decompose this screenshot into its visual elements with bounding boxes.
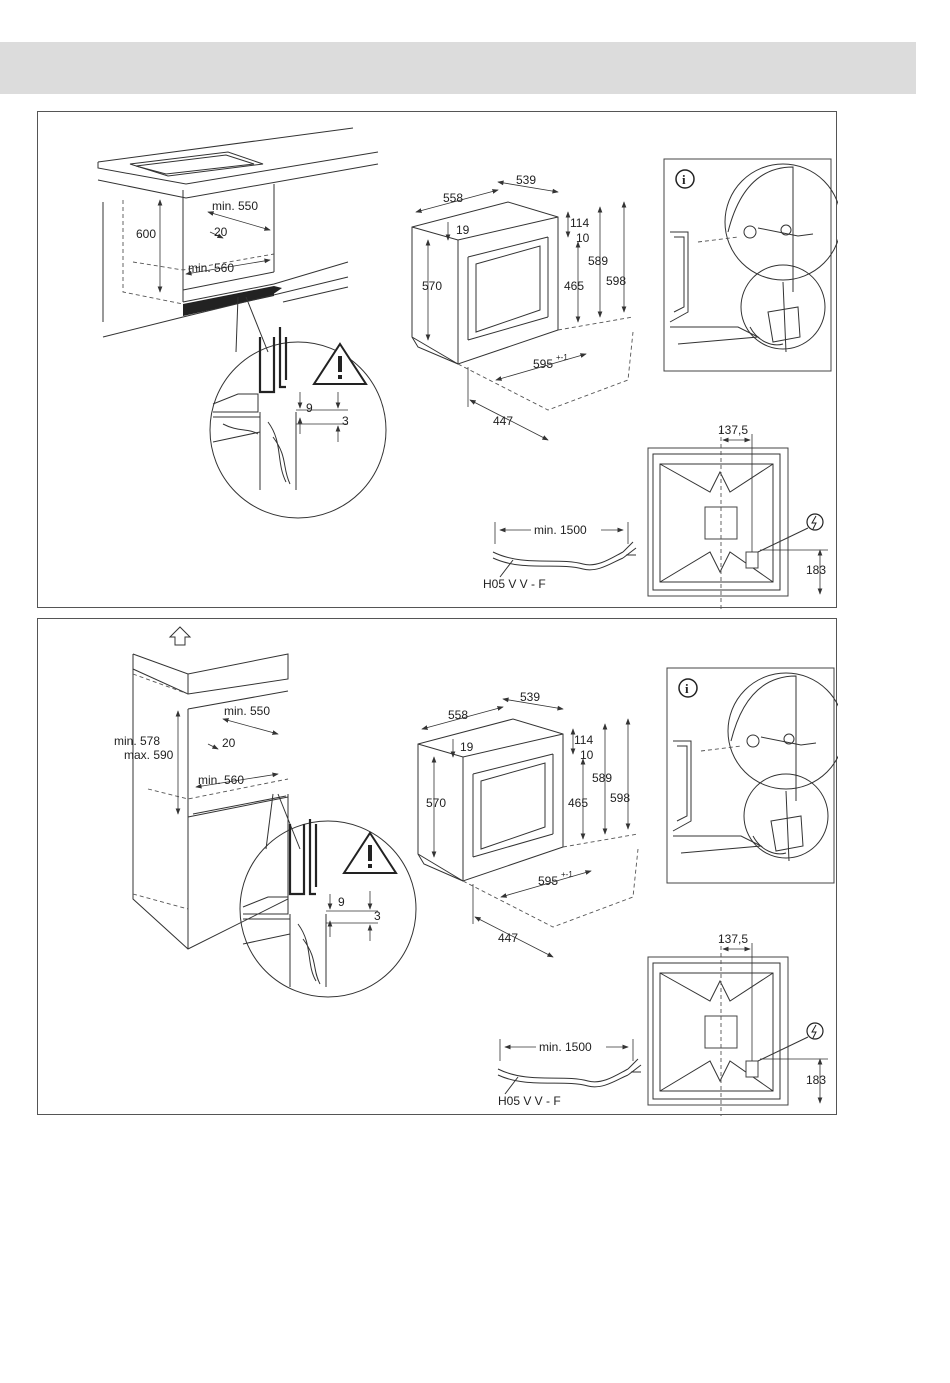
power-cable-drawing: min. 1500 H05 V V - F (498, 1039, 641, 1108)
header-bar (0, 42, 916, 94)
cabinet-width-label: min. 560 (188, 261, 234, 275)
diagram-panel-tall-unit: min. 578 max. 590 min. 550 20 min. 560 9… (37, 618, 837, 1115)
warning-icon (314, 344, 366, 384)
oven-top-offset-label: 114 (570, 216, 589, 230)
cabinet-depth-label: min. 550 (212, 199, 258, 213)
panel-1-drawing: 600 min. 550 20 min. 560 9 3 (38, 112, 838, 609)
fixing-screw-info-box: i (667, 668, 838, 883)
oven-top-offset-2-label: 10 (576, 231, 590, 245)
cable-length-label: min. 1500 (534, 523, 587, 537)
info-icon: i (676, 170, 694, 188)
svg-text:i: i (682, 172, 686, 187)
oven-top-offset-label: 114 (574, 733, 593, 747)
tall-cabinet-drawing: min. 578 max. 590 min. 550 20 min. 560 (114, 627, 288, 949)
detail-gap-top-label: 9 (306, 401, 313, 415)
cabinet-height-max-label: max. 590 (124, 748, 174, 762)
detail-gap-bottom-label: 3 (374, 909, 381, 923)
oven-inner-height-label: 465 (564, 279, 584, 293)
oven-depth-body-label: 539 (516, 173, 536, 187)
oven-total-height-label: 598 (606, 274, 626, 288)
electrical-connection-icon (807, 1023, 823, 1039)
diagram-panel-worktop: 600 min. 550 20 min. 560 9 3 (37, 111, 837, 608)
oven-back-panel-drawing: 137,5 183 (648, 423, 828, 609)
up-arrow-icon (170, 627, 190, 645)
cabinet-width-label: min. 560 (198, 773, 244, 787)
oven-depth-base-label: 447 (493, 414, 513, 428)
oven-dimension-drawing: 558 539 19 114 10 570 465 589 598 595 +-… (412, 173, 633, 440)
oven-front-height-label: 570 (422, 279, 442, 293)
oven-width-label: 595 (533, 357, 553, 371)
oven-front-top-label: 19 (460, 740, 474, 754)
panel-2-drawing: min. 578 max. 590 min. 550 20 min. 560 9… (38, 619, 838, 1116)
back-panel-offset-y-label: 183 (806, 563, 826, 577)
cabinet-height-label: 600 (136, 227, 156, 241)
power-cable-drawing: min. 1500 H05 V V - F (483, 522, 636, 591)
back-panel-offset-y-label: 183 (806, 1073, 826, 1087)
oven-top-offset-2-label: 10 (580, 748, 594, 762)
fixing-screw-info-box: i (664, 159, 838, 371)
cabinet-gap-label: 20 (214, 225, 228, 239)
oven-inner-height-label: 465 (568, 796, 588, 810)
oven-width-tolerance-label: +-1 (561, 870, 573, 879)
warning-icon (344, 833, 396, 873)
oven-depth-body-label: 539 (520, 690, 540, 704)
cable-length-label: min. 1500 (539, 1040, 592, 1054)
svg-text:i: i (685, 681, 689, 696)
oven-width-tolerance-label: +-1 (556, 353, 568, 362)
electrical-connection-icon (807, 514, 823, 530)
back-panel-offset-x-label: 137,5 (718, 932, 748, 946)
oven-depth-total-label: 558 (448, 708, 468, 722)
oven-total-height-label: 598 (610, 791, 630, 805)
cabinet-depth-label: min. 550 (224, 704, 270, 718)
cabinet-height-min-label: min. 578 (114, 734, 160, 748)
detail-gap-top-label: 9 (338, 895, 345, 909)
cable-type-label: H05 V V - F (483, 577, 546, 591)
oven-dimension-drawing: 558 539 19 114 10 570 465 589 598 595 +-… (418, 690, 638, 957)
oven-front-height-label: 570 (426, 796, 446, 810)
oven-body-height-label: 589 (592, 771, 612, 785)
cable-type-label: H05 V V - F (498, 1094, 561, 1108)
info-icon: i (679, 679, 697, 697)
oven-depth-total-label: 558 (443, 191, 463, 205)
oven-front-top-label: 19 (456, 223, 470, 237)
oven-back-panel-drawing: 137,5 183 (648, 932, 828, 1116)
gap-detail-magnifier: 9 3 (210, 297, 386, 518)
gap-detail-magnifier: 9 3 (240, 794, 416, 997)
oven-width-label: 595 (538, 874, 558, 888)
detail-gap-bottom-label: 3 (342, 414, 349, 428)
cabinet-gap-label: 20 (222, 736, 236, 750)
oven-body-height-label: 589 (588, 254, 608, 268)
oven-depth-base-label: 447 (498, 931, 518, 945)
back-panel-offset-x-label: 137,5 (718, 423, 748, 437)
